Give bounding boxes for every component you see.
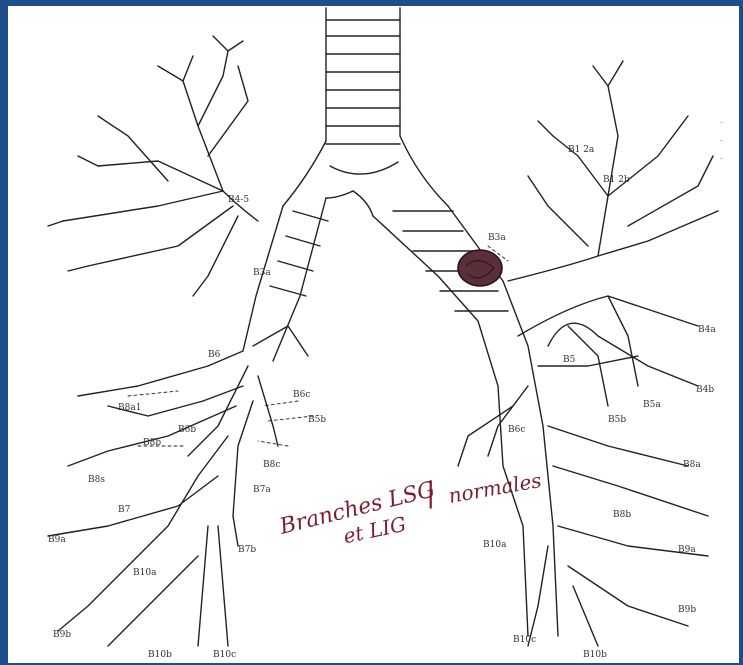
edge-mark: - [720, 154, 723, 164]
label-b8a1: B8a1 [118, 404, 141, 413]
trachea [283, 8, 448, 206]
label-b3a-left: B3a [253, 269, 271, 278]
label-b4a: B4a [698, 326, 716, 335]
label-b7b: B7b [238, 546, 256, 555]
label-b10b-right: B10b [583, 651, 607, 660]
label-b8b: B8b [143, 439, 161, 448]
label-b6c-right: B6c [508, 426, 525, 435]
label-b9a: B9a [48, 536, 66, 545]
label-b7a: B7a [253, 486, 271, 495]
label-b6: B6 [208, 351, 220, 360]
edge-mark: - [720, 118, 723, 128]
label-b8c: B8c [263, 461, 280, 470]
label-b45: B4-5 [228, 196, 249, 205]
label-b10c: B10c [213, 651, 236, 660]
label-b12b: B1 2b [603, 176, 630, 185]
label-b9b: B9b [53, 631, 71, 640]
label-b10a: B10a [133, 569, 156, 578]
lesion [458, 250, 502, 286]
label-b3a-lesion: B3a [488, 234, 506, 243]
label-b9a-right: B9a [678, 546, 696, 555]
diagram-canvas: B4-5 B6 B6c B8a1 B6b B8b B8s B7 B9a B7a … [8, 6, 739, 663]
label-b5b-right: B5b [608, 416, 626, 425]
label-b5a: B5a [643, 401, 661, 410]
label-b8b-right: B8b [613, 511, 631, 520]
label-b10c-right: B10c [513, 636, 536, 645]
label-b6b: B6b [178, 426, 196, 435]
label-b9b-right: B9b [678, 606, 696, 615]
edge-mark: - [720, 136, 723, 146]
label-b12a: B1 2a [568, 146, 594, 155]
label-b8a: B8a [683, 461, 701, 470]
handwriting-separator: | [426, 476, 435, 509]
label-b6c: B6c [293, 391, 310, 400]
label-b8s: B8s [88, 476, 105, 485]
label-b5: B5 [563, 356, 575, 365]
bronchial-tree [8, 6, 739, 663]
label-b5b: B5b [308, 416, 326, 425]
label-b10a-right: B10a [483, 541, 506, 550]
left-upper-branches [48, 36, 308, 646]
label-b10b: B10b [148, 651, 172, 660]
label-b4b: B4b [696, 386, 714, 395]
label-b7: B7 [118, 506, 130, 515]
right-main-bronchus [353, 191, 558, 636]
